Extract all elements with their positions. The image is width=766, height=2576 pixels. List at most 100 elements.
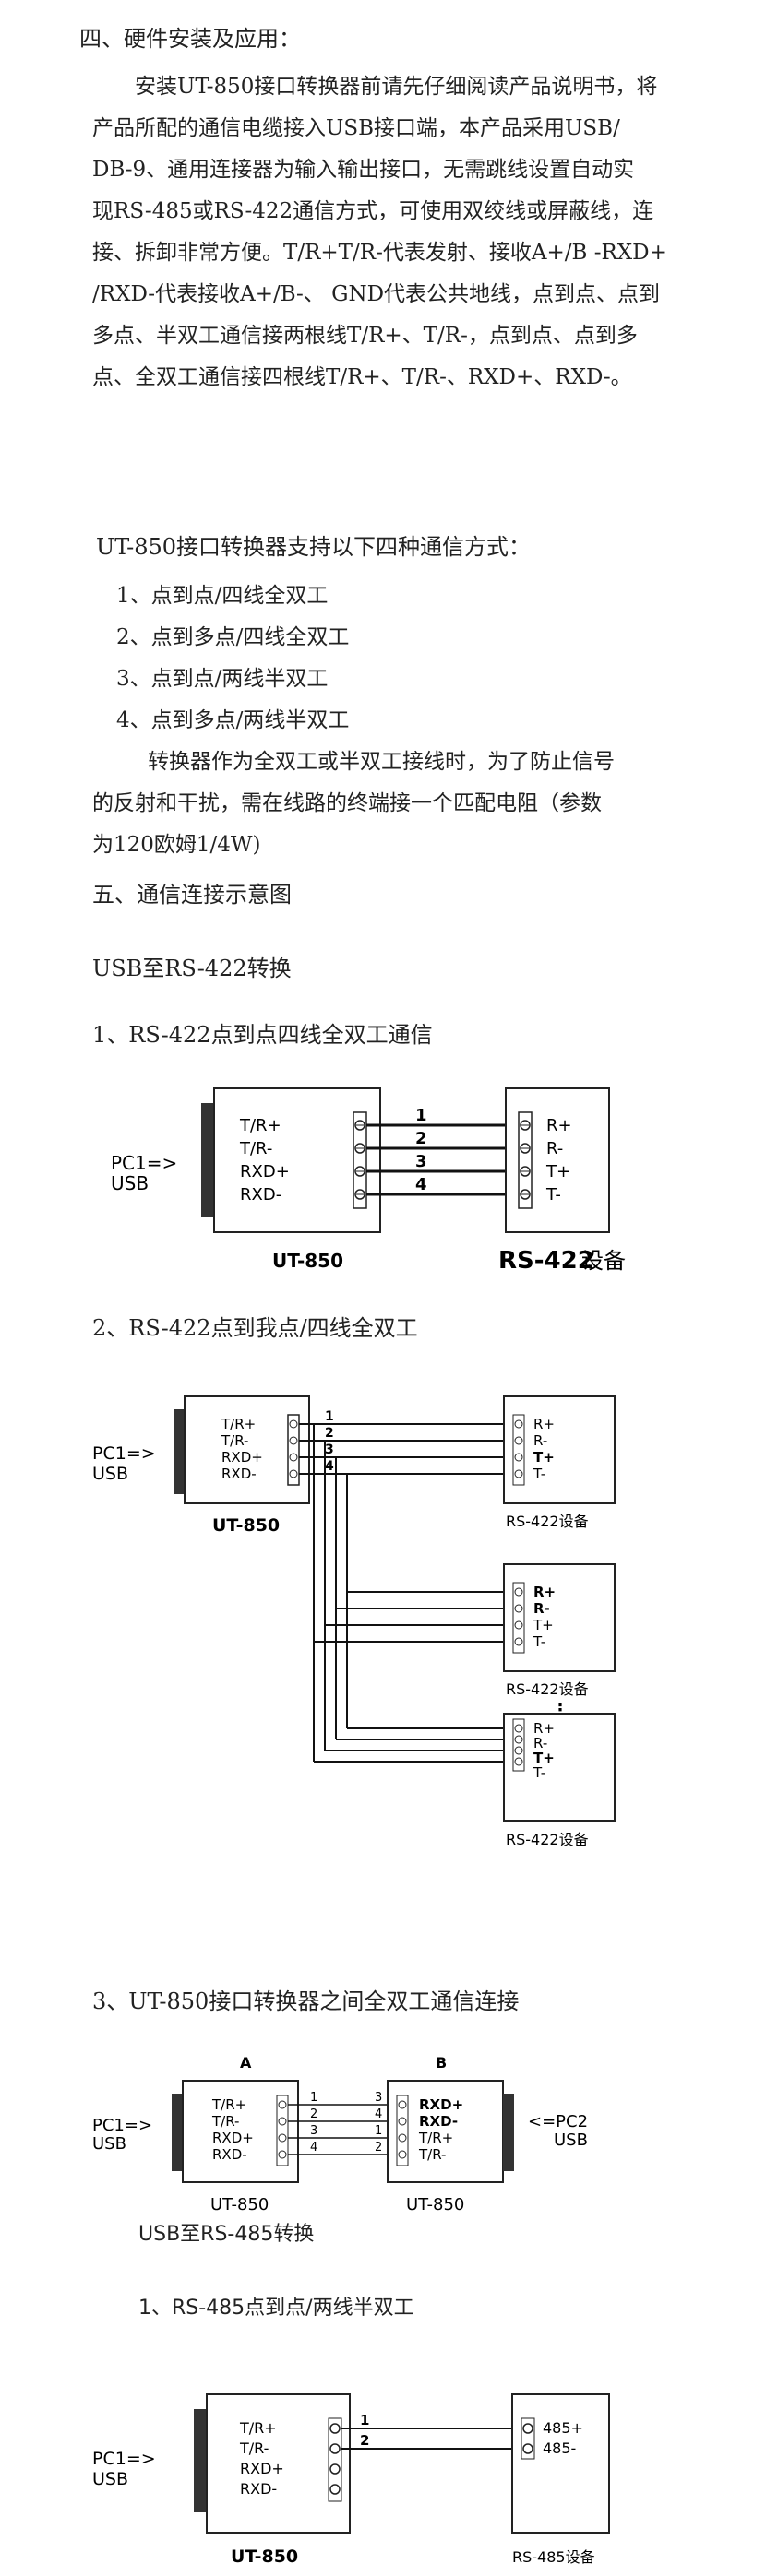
wire-number: 3 — [325, 1442, 334, 1457]
pin-label: T- — [533, 1466, 545, 1482]
mode-item: 2、点到多点/四线全双工 — [116, 625, 350, 649]
pin-label: T/R- — [239, 2439, 269, 2457]
pc-label: PC1=> — [92, 1443, 156, 1464]
usb1-label: USB — [92, 2134, 126, 2154]
pin-label: RXD+ — [221, 1449, 263, 1466]
device-name: UT-850 — [212, 1515, 280, 1536]
pin-label: T/R- — [221, 1432, 248, 1449]
pin-label: T/R- — [418, 2146, 446, 2163]
section4-paragraph: 安装UT-850接口转换器前请先仔细阅读产品说明书，将 产品所配的通信电缆接入U… — [92, 66, 667, 398]
pin-label: T+ — [545, 1162, 570, 1181]
resistor-note: 转换器作为全双工或半双工接线时，为了防止信号 的反射和干扰，需在线路的终端接一个… — [92, 742, 615, 866]
note-line: 的反射和干扰，需在线路的终端接一个匹配电阻（参数 — [92, 791, 602, 815]
pin-label: RXD+ — [212, 2130, 254, 2146]
usb2-label: USB — [554, 2131, 588, 2150]
wire-number: 4 — [415, 1175, 427, 1194]
pin-label: RXD- — [240, 1185, 281, 1205]
terminal-screws-a — [278, 2100, 287, 2159]
pin-label: RXD- — [212, 2146, 247, 2163]
para-line: DB-9、通用连接器为输入输出接口，无需跳线设置自动实 — [92, 158, 635, 182]
terminal-block-a — [276, 2095, 289, 2166]
usb-485-heading: USB至RS-485转换 — [138, 2223, 315, 2246]
device-label: RS-485设备 — [512, 2548, 595, 2566]
note-line: 为120欧姆1/4W) — [92, 833, 261, 857]
pin-label: R+ — [533, 1720, 555, 1737]
pc1-label: PC1=> — [92, 2116, 152, 2135]
usb-422-heading: USB至RS-422转换 — [92, 956, 292, 981]
pin-label: T- — [545, 1185, 561, 1205]
usb-label: USB — [92, 2469, 128, 2489]
pc-label: PC1=> — [111, 1152, 177, 1174]
usb-connector-a — [172, 2094, 183, 2171]
pin-label: R+ — [546, 1116, 572, 1135]
pin-label: T- — [533, 1764, 545, 1781]
pin-label: R- — [533, 1735, 547, 1751]
device-name-a: UT-850 — [210, 2195, 269, 2214]
device-name: UT-850 — [272, 1250, 343, 1272]
pin-label: T+ — [533, 1617, 554, 1633]
device-name-b: UT-850 — [406, 2195, 464, 2214]
pin-label: T/R+ — [211, 2096, 246, 2113]
diagram2-title: 2、RS-422点到我点/四线全双工 — [92, 1315, 418, 1341]
terminal-block — [287, 1414, 300, 1486]
wire-number: 4 — [375, 2107, 382, 2121]
wire-number: 4 — [325, 1459, 334, 1474]
mode-item: 4、点到多点/两线半双工 — [116, 708, 350, 732]
pin-label: RXD- — [240, 2480, 277, 2498]
wire-number: 3 — [375, 2091, 382, 2105]
target-model: RS-422 — [498, 1247, 594, 1275]
para-line: 点、全双工通信接四根线T/R+、T/R-、RXD+、RXD-。 — [92, 365, 632, 389]
ut850-box — [206, 2393, 351, 2534]
wire-number: 1 — [310, 2091, 317, 2105]
device-terminal-screws — [520, 1120, 531, 1200]
terminal-screws — [354, 1120, 365, 1200]
bus-wires — [299, 1423, 513, 1763]
wire-number: 1 — [415, 1106, 427, 1125]
terminal-screws — [329, 2423, 341, 2495]
para-line: 接、拆卸非常方便。T/R+T/R-代表发射、接收A+/B -RXD+ — [92, 241, 667, 265]
cross-wires — [288, 2104, 397, 2155]
mode-item: 3、点到点/两线半双工 — [116, 667, 329, 691]
para-line: /RXD-代表接收A+/B-、 GND代表公共地线，点到点、点到 — [92, 282, 661, 306]
usb-connector — [201, 1103, 214, 1217]
rs422-device-1 — [503, 1395, 616, 1504]
wire-number: 3 — [415, 1152, 427, 1171]
wire-number: 2 — [360, 2432, 369, 2449]
pin-label: RXD- — [221, 1466, 257, 1482]
para-line: 多点、半双工通信接两根线T/R+、T/R-，点到点、点到多 — [92, 324, 638, 348]
usb-label: USB — [111, 1172, 149, 1194]
rs485-device-box — [511, 2393, 610, 2534]
pin-label: RXD+ — [240, 1162, 290, 1181]
target-suffix: 设备 — [581, 1248, 626, 1274]
wire-number: 2 — [325, 1426, 334, 1441]
terminal-screws-b — [398, 2100, 407, 2159]
pin-label: T/R+ — [239, 1116, 281, 1135]
device-terminal-block — [518, 1111, 533, 1209]
pin-label: T/R+ — [239, 2419, 277, 2437]
pin-label: R+ — [533, 1584, 556, 1600]
pin-label: T+ — [533, 1449, 555, 1466]
wire-number: 4 — [310, 2141, 317, 2155]
device-label: RS-422设备 — [506, 1831, 589, 1848]
diagram-422-point-to-point: T/R+ T/R- RXD+ RXD- 1 2 3 4 R+ R- T+ T- … — [111, 1087, 626, 1275]
para-line: 产品所配的通信电缆接入USB接口端，本产品采用USB/ — [92, 116, 620, 140]
pin-label: T/R- — [239, 1139, 272, 1158]
pin-label: T/R+ — [221, 1416, 256, 1432]
pin-label: RXD+ — [240, 2460, 284, 2477]
pin-label: 485- — [543, 2439, 576, 2457]
pin-label: R- — [533, 1432, 547, 1449]
wire-number: 1 — [360, 2412, 369, 2428]
terminal-block — [328, 2417, 342, 2502]
rs422-device-3 — [503, 1713, 616, 1822]
pc-label: PC1=> — [92, 2449, 156, 2469]
device-name: UT-850 — [231, 2546, 298, 2567]
label-a: A — [240, 2054, 252, 2071]
diagram3-title: 3、UT-850接口转换器之间全双工通信连接 — [92, 1988, 520, 2014]
pin-label: R- — [533, 1600, 550, 1617]
pin-label: T/R- — [211, 2113, 239, 2130]
pin-label: RXD- — [419, 2113, 458, 2130]
terminal-block-b — [396, 2095, 409, 2166]
modes-list: 1、点到点/四线全双工 2、点到多点/四线全双工 3、点到点/两线半双工 4、点… — [116, 576, 349, 742]
usb-label: USB — [92, 1464, 128, 1484]
terminal-block — [353, 1111, 367, 1209]
